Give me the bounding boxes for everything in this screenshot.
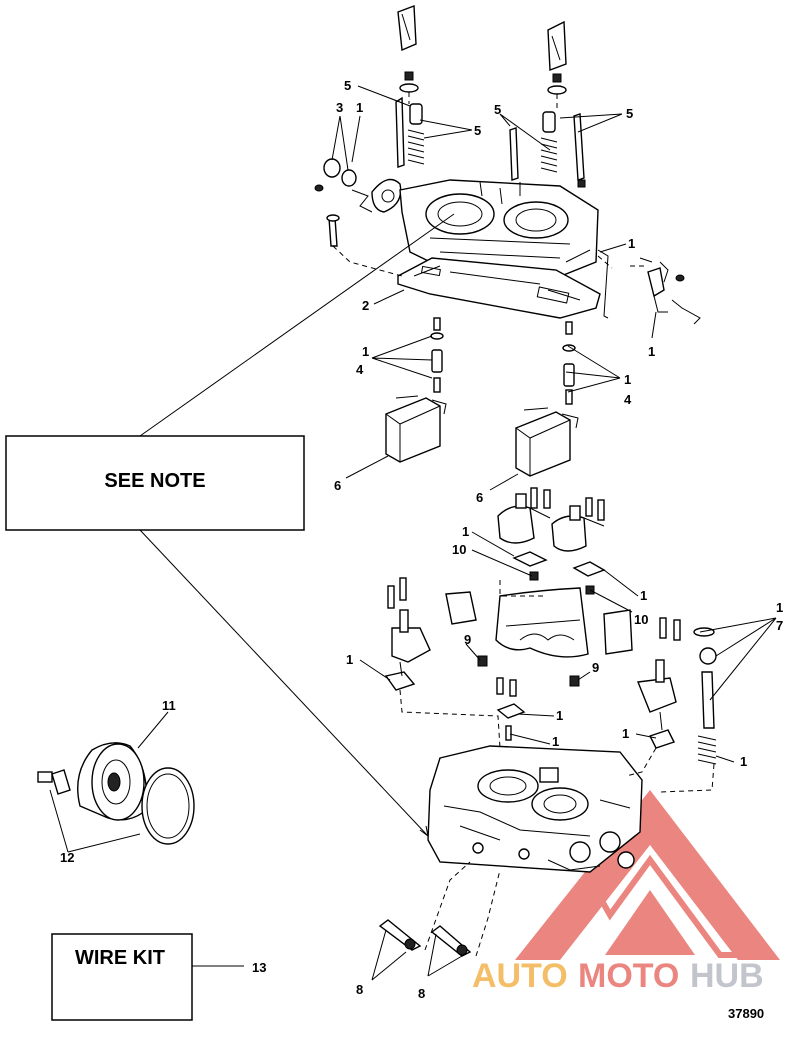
watermark-triangle-inner [586, 794, 766, 958]
figure-number: 37890 [728, 1006, 764, 1021]
watermark-hub-text: HUB [690, 957, 764, 995]
callout-1: 1 [624, 372, 631, 387]
callout-3: 3 [336, 100, 343, 115]
callout-9: 9 [464, 632, 471, 647]
see-note-label: SEE NOTE [104, 470, 205, 492]
wire-kit-label: WIRE KIT [75, 947, 165, 969]
callout-1: 1 [346, 652, 353, 667]
callout-9: 9 [592, 660, 599, 675]
callout-5: 5 [494, 102, 501, 117]
fuel-filter-assembly [37, 742, 195, 845]
callout-1: 1 [362, 344, 369, 359]
callout-13: 13 [252, 960, 266, 975]
callout-4: 4 [624, 392, 632, 407]
callout-5: 5 [626, 106, 633, 121]
see-note-box: SEE NOTE [5, 435, 305, 531]
carburetor-body [378, 487, 717, 957]
callout-labels: 5 3 1 5 5 5 1 2 1 4 1 1 4 6 6 1 10 1 10 … [60, 78, 783, 1001]
callout-6: 6 [334, 478, 341, 493]
callout-11: 11 [162, 698, 176, 713]
callout-8: 8 [356, 982, 363, 997]
callout-5: 5 [344, 78, 351, 93]
watermark: AUTO MOTO HUB [472, 790, 780, 995]
callout-1: 1 [648, 344, 655, 359]
callout-1: 1 [628, 236, 635, 251]
callout-4: 4 [356, 362, 364, 377]
callout-1: 1 [552, 734, 559, 749]
see-note-frame [5, 435, 305, 531]
callout-1: 1 [462, 524, 469, 539]
callout-8: 8 [418, 986, 425, 1001]
assembly-lines-top [332, 92, 648, 277]
watermark-triangle-logo [515, 790, 780, 960]
see-note-leaders [139, 213, 455, 837]
callout-6: 6 [476, 490, 483, 505]
wire-kit-box: WIRE KIT [51, 933, 244, 1021]
callout-1: 1 [640, 588, 647, 603]
callout-7: 7 [776, 618, 783, 633]
callout-5: 5 [474, 123, 481, 138]
callout-1: 1 [556, 708, 563, 723]
callout-10: 10 [452, 542, 466, 557]
callout-1: 1 [776, 600, 783, 615]
callout-2: 2 [362, 298, 369, 313]
callout-1: 1 [622, 726, 629, 741]
float-assemblies [385, 317, 579, 477]
watermark-moto-text: MOTO [578, 957, 679, 995]
callout-12: 12 [60, 850, 74, 865]
callout-leaders [49, 85, 777, 981]
callout-1: 1 [740, 754, 747, 769]
assembly-lines-lower [399, 580, 715, 957]
callout-10: 10 [634, 612, 648, 627]
air-horn-assembly [314, 5, 701, 325]
watermark-auto-text: AUTO [472, 957, 568, 995]
wire-kit-frame [51, 933, 193, 1021]
callout-1: 1 [356, 100, 363, 115]
